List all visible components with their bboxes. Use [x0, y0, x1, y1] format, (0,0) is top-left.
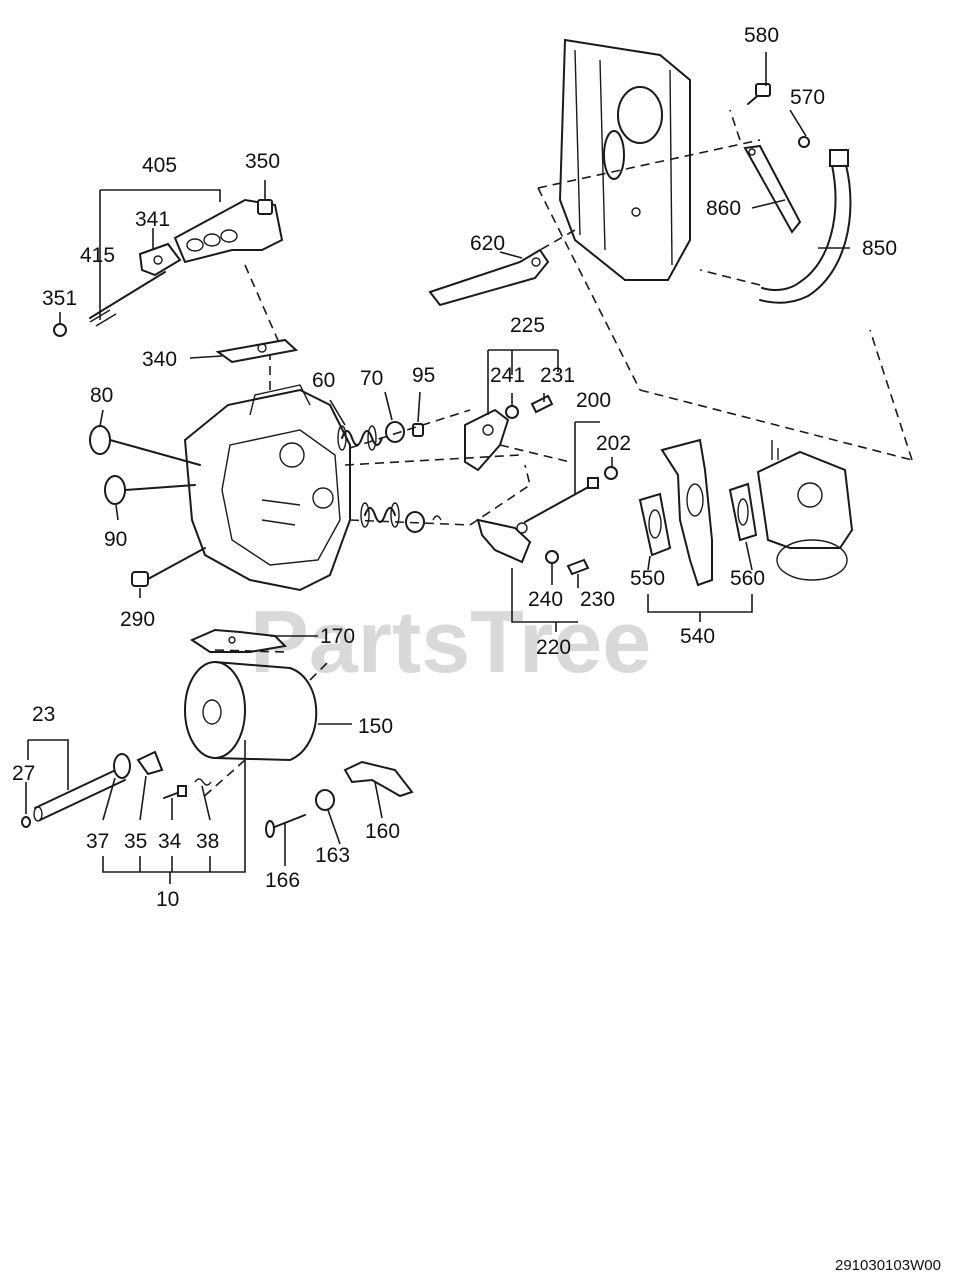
callout-230: 230	[580, 588, 615, 611]
callout-160: 160	[365, 820, 400, 843]
callout-350: 350	[245, 150, 280, 173]
callout-202: 202	[596, 432, 631, 455]
bolt-290	[131, 547, 206, 587]
callout-351: 351	[42, 287, 77, 310]
insulator-540	[660, 438, 713, 587]
callout-570: 570	[790, 86, 825, 109]
callout-231: 231	[540, 364, 575, 387]
muffler	[558, 38, 691, 281]
exhaust-valve-90	[104, 475, 196, 505]
cylinder-block	[183, 384, 351, 592]
carburetor	[756, 440, 854, 581]
callout-405: 405	[142, 154, 177, 177]
callout-166: 166	[265, 869, 300, 892]
callout-560: 560	[730, 567, 765, 590]
washer-202	[604, 466, 618, 480]
intake-valve-80	[89, 425, 201, 466]
diagram-code: 291030103W00	[835, 1257, 941, 1274]
keeper-95	[412, 423, 442, 521]
cam-lever-160	[343, 760, 414, 798]
washer-163	[315, 789, 335, 811]
callout-341: 341	[135, 208, 170, 231]
rocker-arm-220	[476, 518, 532, 564]
thrust-washer-37	[113, 753, 131, 779]
intake-manifold-405	[173, 198, 284, 264]
callout-850: 850	[862, 237, 897, 260]
tappet-166	[265, 814, 306, 838]
rocker-screw-230	[566, 558, 590, 576]
callout-220: 220	[536, 636, 571, 659]
manifold-plug-350	[257, 199, 273, 215]
callout-37: 37	[86, 830, 109, 853]
rocker-nut-240	[545, 550, 559, 564]
rocker-nut-241	[505, 405, 519, 419]
callout-38: 38	[196, 830, 219, 853]
callout-35: 35	[124, 830, 147, 853]
muffler-bracket-860	[743, 144, 802, 234]
push-rod-200	[524, 477, 599, 523]
callout-150: 150	[358, 715, 393, 738]
rocker-arm-225	[464, 408, 510, 472]
callout-170: 170	[320, 625, 355, 648]
exhaust-pipe-850	[759, 149, 852, 304]
connection-lines	[199, 109, 913, 801]
camshaft-gear-150	[184, 661, 318, 761]
callout-95: 95	[412, 364, 435, 387]
valve-spring-60-lower	[360, 502, 400, 528]
callout-163: 163	[315, 844, 350, 867]
callout-34: 34	[158, 830, 182, 853]
callout-540: 540	[680, 625, 715, 648]
callout-240: 240	[528, 588, 563, 611]
callout-10: 10	[156, 888, 179, 911]
pin-27	[21, 816, 31, 828]
carburetor-gasket-560	[728, 482, 758, 542]
muffler-nut-570	[798, 136, 810, 148]
nut-351	[53, 323, 67, 337]
weight-35	[136, 750, 164, 776]
callout-290: 290	[120, 608, 155, 631]
breather-170	[189, 628, 288, 653]
head-gasket-340	[215, 338, 299, 364]
muffler-guard-bracket-620	[428, 248, 550, 307]
pin-34	[163, 785, 187, 799]
stud-415	[89, 271, 166, 327]
callout-90: 90	[104, 528, 127, 551]
callout-225: 225	[510, 314, 545, 337]
muffler-bolt-580	[747, 83, 771, 105]
valve-spring-60-upper	[337, 425, 383, 451]
insulator-gasket-550	[638, 492, 672, 557]
callout-241: 241	[490, 364, 525, 387]
callout-550: 550	[630, 567, 665, 590]
rocker-screw-231	[530, 394, 554, 414]
callout-200: 200	[576, 389, 611, 412]
callout-415: 415	[80, 244, 115, 267]
callout-80: 80	[90, 384, 113, 407]
watermark: PartsTree	[250, 592, 651, 691]
shaft-23	[33, 767, 126, 822]
callout-70: 70	[360, 367, 383, 390]
callout-labels: 580 570 860 850 620 405 350 341 415 351 …	[12, 24, 897, 911]
callout-60: 60	[312, 369, 335, 392]
manifold-gasket-341	[138, 242, 182, 277]
callout-620: 620	[470, 232, 505, 255]
spring-38	[194, 778, 212, 786]
leader-lines	[25, 52, 850, 884]
callout-860: 860	[706, 197, 741, 220]
callout-23: 23	[32, 703, 55, 726]
callout-580: 580	[744, 24, 779, 47]
callout-27: 27	[12, 762, 35, 785]
callout-340: 340	[142, 348, 177, 371]
